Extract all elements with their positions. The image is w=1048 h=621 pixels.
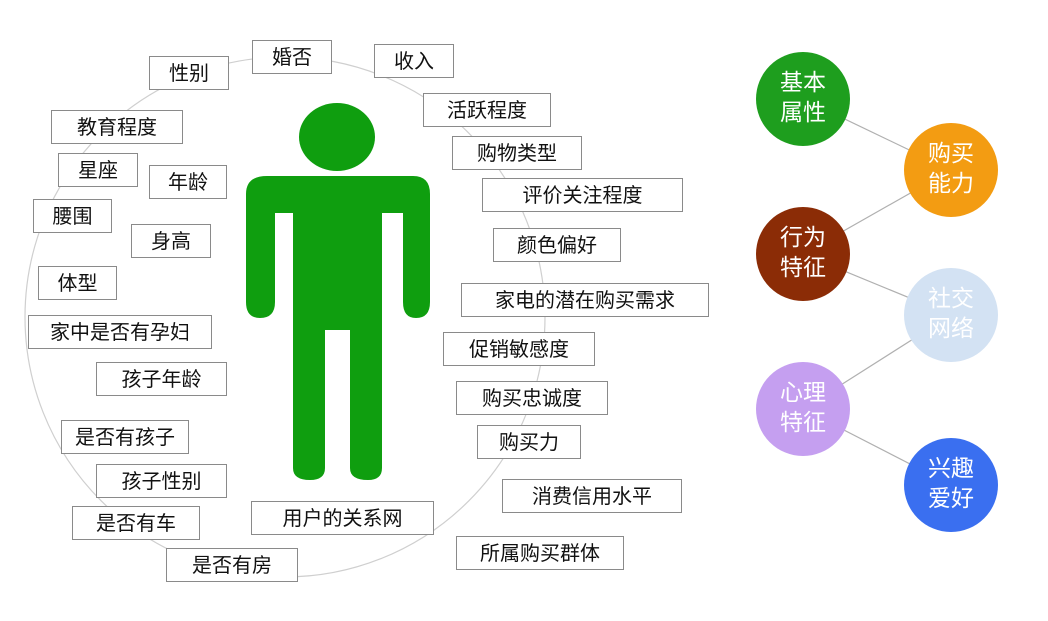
tag-credit-level: 消费信用水平 (502, 479, 682, 513)
tag-waist: 腰围 (33, 199, 112, 233)
tag-appliance-demand: 家电的潜在购买需求 (461, 283, 709, 317)
person-head (299, 103, 375, 171)
tag-body-type: 体型 (38, 266, 117, 300)
person-figure (246, 103, 430, 480)
circle-psychological-traits: 心理 特征 (756, 362, 850, 456)
tag-education: 教育程度 (51, 110, 183, 144)
circle-social-network: 社交 网络 (904, 268, 998, 362)
tag-shopping-type: 购物类型 (452, 136, 582, 170)
circle-label-line2: 网络 (928, 316, 974, 342)
tag-child-age: 孩子年龄 (96, 362, 227, 396)
circle-label-line1: 行为 (780, 225, 826, 252)
circle-label-line1: 社交 (928, 286, 974, 313)
circle-label-line1: 基本 (780, 70, 826, 97)
tag-review-attention: 评价关注程度 (482, 178, 683, 212)
circle-label-line2: 特征 (780, 255, 826, 281)
tag-zodiac: 星座 (58, 153, 138, 187)
tag-child-gender: 孩子性别 (96, 464, 227, 498)
circle-label-line1: 兴趣 (928, 456, 974, 483)
circle-label-line2: 特征 (780, 410, 826, 436)
tag-gender: 性别 (149, 56, 229, 90)
tag-has-children: 是否有孩子 (61, 420, 189, 454)
tag-color-preference: 颜色偏好 (493, 228, 621, 262)
tag-purchase-loyalty: 购买忠诚度 (456, 381, 608, 415)
circle-label-line2: 能力 (928, 171, 974, 197)
circle-purchasing-ability: 购买 能力 (904, 123, 998, 217)
tag-pregnant-member: 家中是否有孕妇 (28, 315, 212, 349)
circle-behavior-traits: 行为 特征 (756, 207, 850, 301)
circle-label-line1: 心理 (780, 380, 826, 407)
person-body (246, 176, 430, 480)
circle-interests-hobbies: 兴趣 爱好 (904, 438, 998, 532)
tag-buyer-group: 所属购买群体 (456, 536, 624, 570)
tag-income: 收入 (374, 44, 454, 78)
circle-label-line2: 爱好 (928, 486, 974, 512)
circle-label-line2: 属性 (780, 100, 826, 126)
tag-promo-sensitivity: 促销敏感度 (443, 332, 595, 366)
tag-marital-status: 婚否 (252, 40, 332, 74)
tag-relationship-network: 用户的关系网 (251, 501, 434, 535)
tag-activity-level: 活跃程度 (423, 93, 551, 127)
tag-has-car: 是否有车 (72, 506, 200, 540)
circle-basic-attributes: 基本 属性 (756, 52, 850, 146)
tag-age: 年龄 (149, 165, 227, 199)
tag-has-house: 是否有房 (166, 548, 298, 582)
circle-label-line1: 购买 (928, 141, 974, 168)
tag-purchasing-power: 购买力 (477, 425, 581, 459)
tag-height: 身高 (131, 224, 211, 258)
